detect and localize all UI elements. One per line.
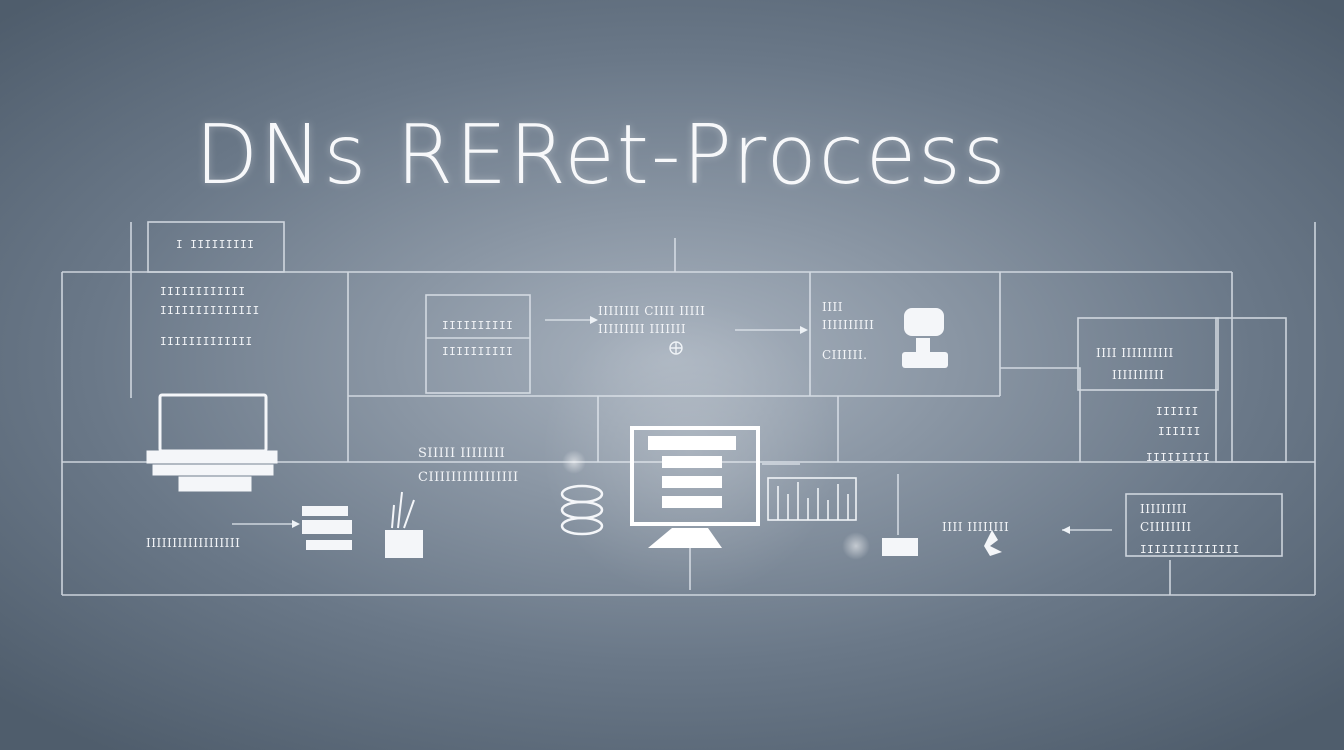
right-step: [1000, 367, 1081, 462]
query-box-line2: IIIIIIIIII: [442, 345, 514, 358]
client-notes-line1: IIIIIIIIIIII: [160, 285, 246, 298]
client-box-label: I IIIIIIIII: [176, 238, 255, 251]
query-box-outline: [425, 294, 531, 394]
client-notes-line3: IIIIIIIIIIIII: [160, 335, 253, 348]
right-box-outline-2: [1215, 317, 1287, 463]
node-glow-2: [842, 532, 870, 560]
cache-label-line3: CIIIIII.: [822, 348, 868, 362]
small-box-icon: [882, 538, 918, 556]
center-label-line1: SIIIII IIIIIIII: [418, 446, 506, 461]
arrow-head-resolver: [590, 316, 598, 324]
bottom-right-box-line1: IIIIIIIII: [1140, 502, 1188, 516]
client-box-outline: [147, 221, 285, 273]
bottom-right-box-outline: [1125, 493, 1283, 557]
network-node-icon: [984, 530, 1002, 556]
plant-icon: [385, 491, 423, 558]
bottom-left-label: IIIIIIIIIIIIIIIIII: [146, 536, 241, 550]
client-notes-line2: IIIIIIIIIIIIII: [160, 304, 260, 317]
arrow-head-cache: [800, 326, 808, 334]
resolver-label-line1: IIIIIIII CIIII IIIII: [598, 304, 706, 318]
right-notes-line3: IIIIIIIII: [1146, 451, 1211, 464]
database-icon: [560, 484, 604, 536]
client-notes: IIIIIIIIIIII IIIIIIIIIIIIII IIIIIIIIIIII…: [160, 284, 260, 349]
cache-label-line1: IIII: [822, 300, 843, 314]
cache-label-line2: IIIIIIIIII: [822, 318, 875, 332]
right-box-line1: IIII IIIIIIIIII: [1096, 346, 1174, 360]
page-title: DNs RERet-Process: [195, 108, 1008, 203]
bottom-right-box-line2: CIIIIIIII: [1140, 520, 1192, 534]
resolver-label-line2: IIIIIIIII IIIIIII: [598, 322, 687, 336]
router-icon: [302, 506, 352, 550]
center-label-line2: CIIIIIIIIIIIIIIII: [418, 470, 519, 485]
right-box-line2: IIIIIIIIII: [1112, 368, 1165, 382]
bottom-right-label: IIII IIIIIIII: [942, 520, 1010, 534]
arrow-head-bottom-right: [1062, 526, 1070, 534]
node-glow: [562, 450, 586, 474]
right-box-outline: [1077, 317, 1219, 391]
desk-lamp-icon: [902, 308, 948, 368]
signal-bars-icon: [767, 477, 857, 521]
globe-icon: [669, 341, 683, 355]
arrow-head-bottom-left: [292, 520, 300, 528]
laptop-icon: [146, 393, 278, 492]
query-box-line1: IIIIIIIIII: [442, 319, 514, 332]
right-notes-line1: IIIIII: [1156, 405, 1199, 418]
bottom-right-box-line3: IIIIIIIIIIIIII: [1140, 543, 1240, 556]
server-monitor-icon: [630, 426, 760, 548]
right-notes-line2: IIIIII: [1158, 425, 1201, 438]
center-glow: [540, 300, 840, 600]
